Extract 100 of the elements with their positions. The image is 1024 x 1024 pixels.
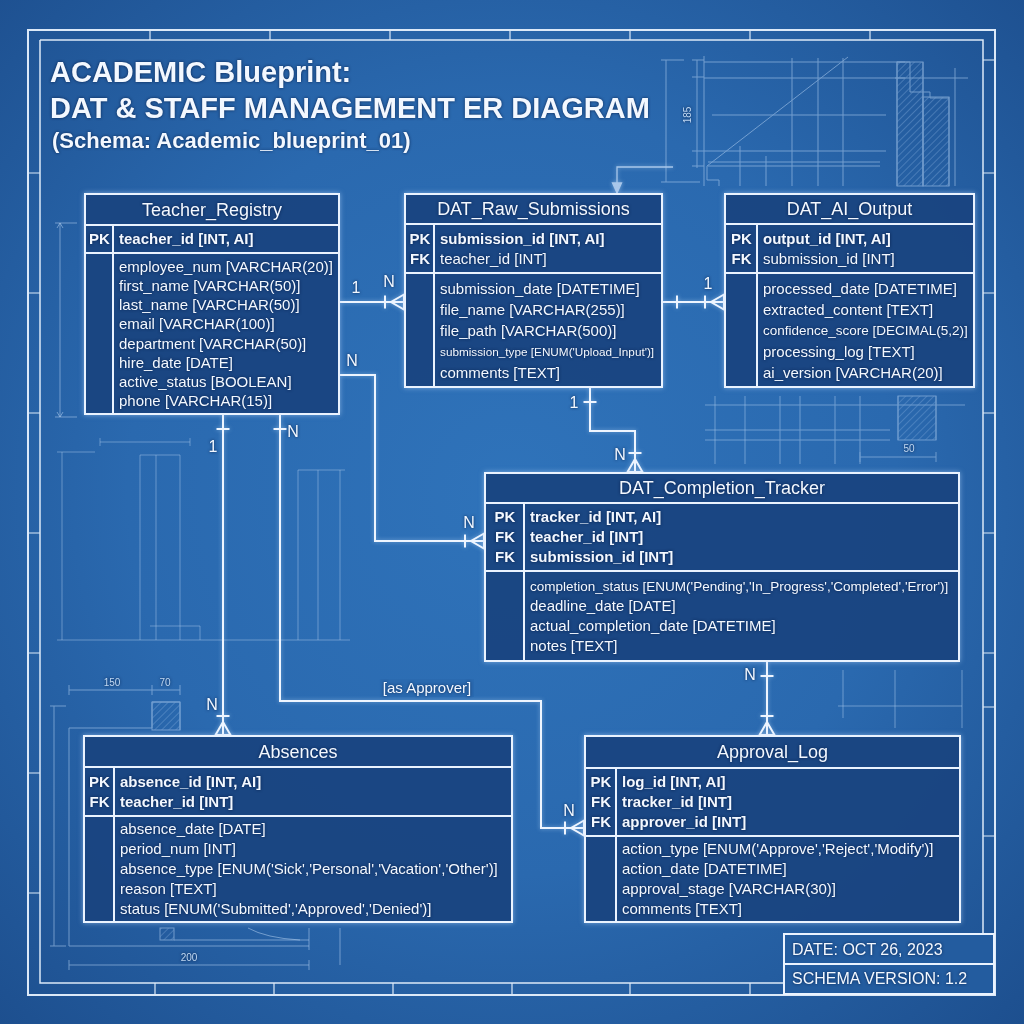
leader-arrow xyxy=(611,166,674,194)
attribute-field: submission_date [DATETIME] xyxy=(440,277,640,299)
attribute-field: status [ENUM('Submitted','Approved','Denied')] xyxy=(120,899,432,919)
attribute-section xyxy=(86,252,338,413)
key-section xyxy=(586,767,959,835)
attribute-field: actual_completion_date [DATETIME] xyxy=(530,616,776,636)
key-field: tracker_id [INT, AI] xyxy=(530,507,662,527)
diagram-subtitle: (Schema: Academic_blueprint_01) xyxy=(52,128,411,154)
key-label: PK xyxy=(731,228,752,249)
version-text: SCHEMA VERSION: 1.2 xyxy=(792,969,968,989)
cardinality-label: N xyxy=(287,423,299,441)
table-name: Teacher_Registry xyxy=(141,198,283,221)
key-field: submission_id [INT, AI] xyxy=(440,228,605,249)
key-field: tracker_id [INT] xyxy=(622,792,733,812)
dimension-label: 185 xyxy=(681,106,693,124)
key-label: PK xyxy=(494,507,516,527)
key-field: output_id [INT, AI] xyxy=(763,228,891,249)
attribute-field: comments [TEXT] xyxy=(622,899,743,919)
attribute-field: last_name [VARCHAR(50)] xyxy=(119,295,300,315)
attribute-field: submission_type [ENUM('Upload_Input')] xyxy=(440,340,655,362)
entity-table xyxy=(84,193,340,415)
key-section xyxy=(406,223,661,272)
entity-table xyxy=(584,735,961,923)
key-label: FK xyxy=(591,812,611,832)
attribute-field: absence_type [ENUM('Sick','Personal','Vacation','Other')] xyxy=(120,859,498,879)
key-section xyxy=(726,223,973,272)
attribute-field: reason [TEXT] xyxy=(120,879,217,899)
attribute-section xyxy=(486,570,958,660)
attribute-field: department [VARCHAR(50)] xyxy=(119,333,307,353)
cardinality-label: N xyxy=(744,666,756,684)
date-text: DATE: OCT 26, 2023 xyxy=(792,940,943,960)
relationship-line xyxy=(339,374,485,550)
table-name: DAT_Raw_Submissions xyxy=(437,198,630,220)
edge-label: [as Approver] xyxy=(379,679,475,697)
attribute-section xyxy=(586,835,959,921)
key-field: teacher_id [INT] xyxy=(530,527,644,547)
table-name: DAT_Completion_Tracker xyxy=(618,477,826,499)
attribute-field: hire_date [DATE] xyxy=(119,352,233,372)
attribute-field: ai_version [VARCHAR(20)] xyxy=(763,361,943,383)
key-label: PK xyxy=(89,771,110,792)
attribute-field: phone [VARCHAR(15)] xyxy=(119,391,273,411)
attribute-field: comments [TEXT] xyxy=(440,361,561,383)
attribute-section xyxy=(406,272,661,386)
table-name: DAT_AI_Output xyxy=(786,198,913,220)
attribute-field: confidence_score [DECIMAL(5,2)] xyxy=(763,319,968,341)
entity-table xyxy=(83,735,513,923)
key-section xyxy=(86,224,338,252)
key-field: submission_id [INT] xyxy=(763,248,895,269)
cardinality-label: N xyxy=(463,514,475,532)
key-section xyxy=(486,502,958,570)
dimension-label: 50 xyxy=(903,442,915,454)
dimension-label: 200 xyxy=(180,951,198,963)
key-label: FK xyxy=(495,527,515,547)
attribute-field: approval_stage [VARCHAR(30)] xyxy=(622,879,836,899)
cardinality-label: 1 xyxy=(351,279,361,297)
attribute-field: processing_log [TEXT] xyxy=(763,340,915,362)
attribute-field: action_type [ENUM('Approve','Reject','Modify')] xyxy=(622,839,934,859)
attribute-field: email [VARCHAR(100)] xyxy=(119,314,275,334)
entity-table xyxy=(724,193,975,388)
dimension-label: 150 xyxy=(103,676,121,688)
cardinality-label: N xyxy=(346,352,358,370)
entity-table xyxy=(484,472,960,662)
relationship-line xyxy=(662,293,725,311)
attribute-field: processed_date [DATETIME] xyxy=(763,277,957,299)
attribute-field: first_name [VARCHAR(50)] xyxy=(119,275,301,296)
relationship-line xyxy=(582,387,644,473)
title-block xyxy=(783,933,995,995)
attribute-field: period_num [INT] xyxy=(120,839,236,859)
key-label: FK xyxy=(731,248,752,269)
attribute-field: active_status [BOOLEAN] xyxy=(119,371,292,392)
key-label: FK xyxy=(591,792,611,812)
cardinality-label: N xyxy=(206,696,218,714)
key-section xyxy=(85,766,511,815)
key-label: FK xyxy=(89,791,110,812)
attribute-field: employee_num [VARCHAR(20)] xyxy=(119,256,333,276)
diagram-title: ACADEMIC Blueprint: DAT & STAFF MANAGEMENT ER DIAGRAM xyxy=(50,55,650,126)
cardinality-label: N xyxy=(614,446,626,464)
attribute-section xyxy=(85,815,511,921)
key-field: absence_id [INT, AI] xyxy=(120,771,262,792)
table-name: Absences xyxy=(258,740,338,763)
attribute-field: notes [TEXT] xyxy=(530,635,618,656)
cardinality-label: 1 xyxy=(569,394,579,412)
cardinality-label: N xyxy=(383,273,395,291)
relationship-line xyxy=(339,293,405,311)
relationship-line xyxy=(758,661,776,736)
key-field: teacher_id [INT, AI] xyxy=(119,229,254,249)
key-label: FK xyxy=(410,248,430,269)
attribute-field: absence_date [DATE] xyxy=(120,819,266,839)
table-name: Approval_Log xyxy=(716,741,829,763)
dimension-label: 70 xyxy=(159,676,171,688)
key-field: approver_id [INT] xyxy=(622,812,747,832)
key-field: log_id [INT, AI] xyxy=(622,772,726,792)
key-label: PK xyxy=(590,772,612,792)
key-label: FK xyxy=(495,547,515,567)
key-field: teacher_id [INT] xyxy=(120,791,234,812)
attribute-field: extracted_content [TEXT] xyxy=(763,298,934,320)
relationship-line xyxy=(272,414,585,837)
cardinality-label: 1 xyxy=(703,275,713,293)
key-label: PK xyxy=(89,229,110,249)
cardinality-label: 1 xyxy=(208,438,218,456)
